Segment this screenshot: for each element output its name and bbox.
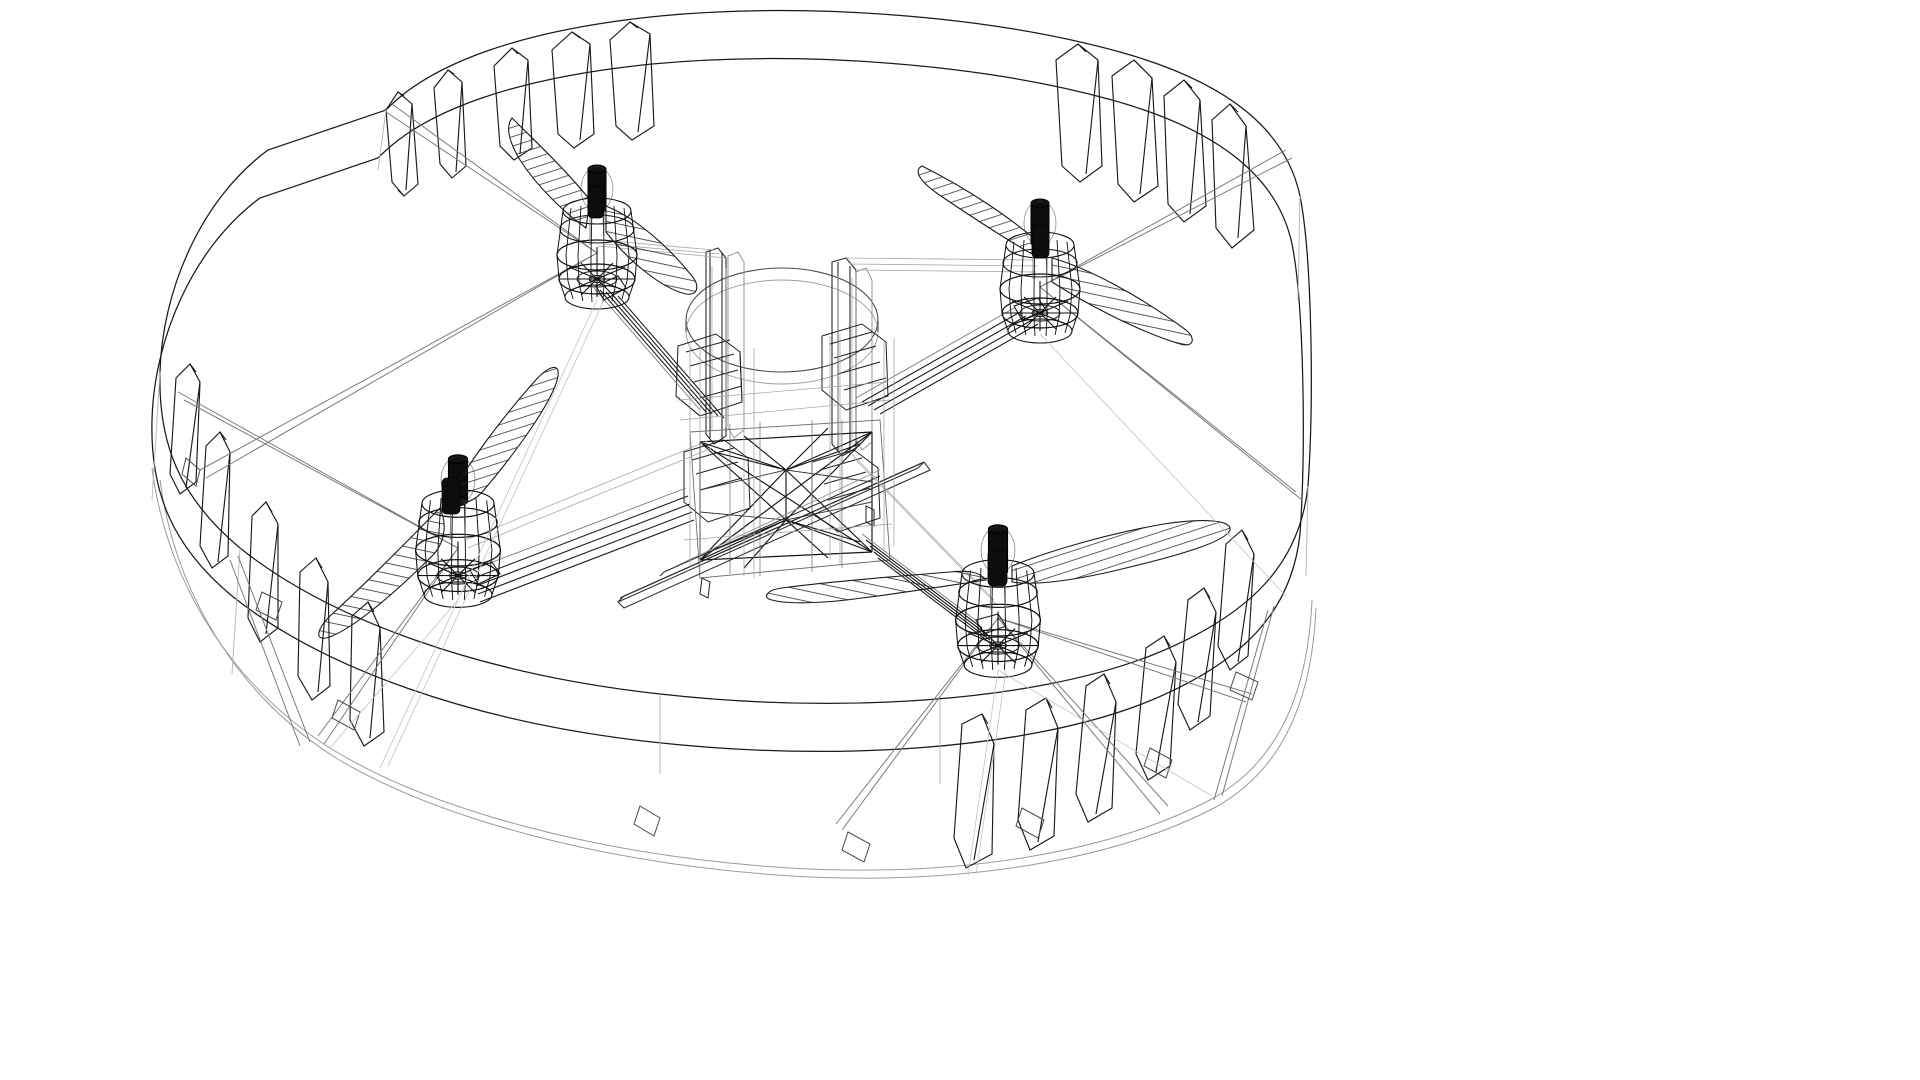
cage-panel <box>385 91 419 197</box>
cage-panel <box>169 363 201 495</box>
propeller-rear-left <box>318 366 559 639</box>
propeller-front-left <box>508 117 698 295</box>
fuselage-core-truss <box>689 419 891 579</box>
motor-tie-wires <box>329 299 1287 877</box>
cage-panel <box>551 31 595 149</box>
cage-posts <box>151 109 1309 784</box>
propeller-rear-right <box>766 520 1231 604</box>
payload-ring <box>685 267 879 385</box>
arm-stay-wires <box>465 239 1039 607</box>
fuselage-lower-rails <box>617 461 931 609</box>
cage-panel <box>1177 587 1217 731</box>
cage-panel <box>1075 673 1117 823</box>
cage-panel <box>1017 697 1059 851</box>
cage-panels <box>169 21 1255 869</box>
motor-pod-rear-right <box>954 524 1042 678</box>
motor-arms <box>469 275 1047 647</box>
cage-panel <box>609 21 655 141</box>
cage-panel <box>1111 59 1159 203</box>
cage-panel <box>349 601 385 747</box>
cage-lower-skirt <box>151 467 1317 879</box>
cage-panel <box>199 431 231 569</box>
cage-corner-brackets <box>181 457 1259 863</box>
cage-struts <box>177 103 1303 831</box>
cage-panel <box>1217 529 1255 671</box>
propeller-front-right <box>917 165 1193 346</box>
fuselage-masts <box>705 247 873 457</box>
cage-panel <box>1055 43 1103 183</box>
cage-top-rim <box>151 10 1312 752</box>
cage-panel <box>953 713 995 869</box>
cage-panel <box>1211 103 1255 249</box>
fuselage-fine-lines <box>677 266 895 578</box>
cage-panel <box>1163 79 1207 223</box>
